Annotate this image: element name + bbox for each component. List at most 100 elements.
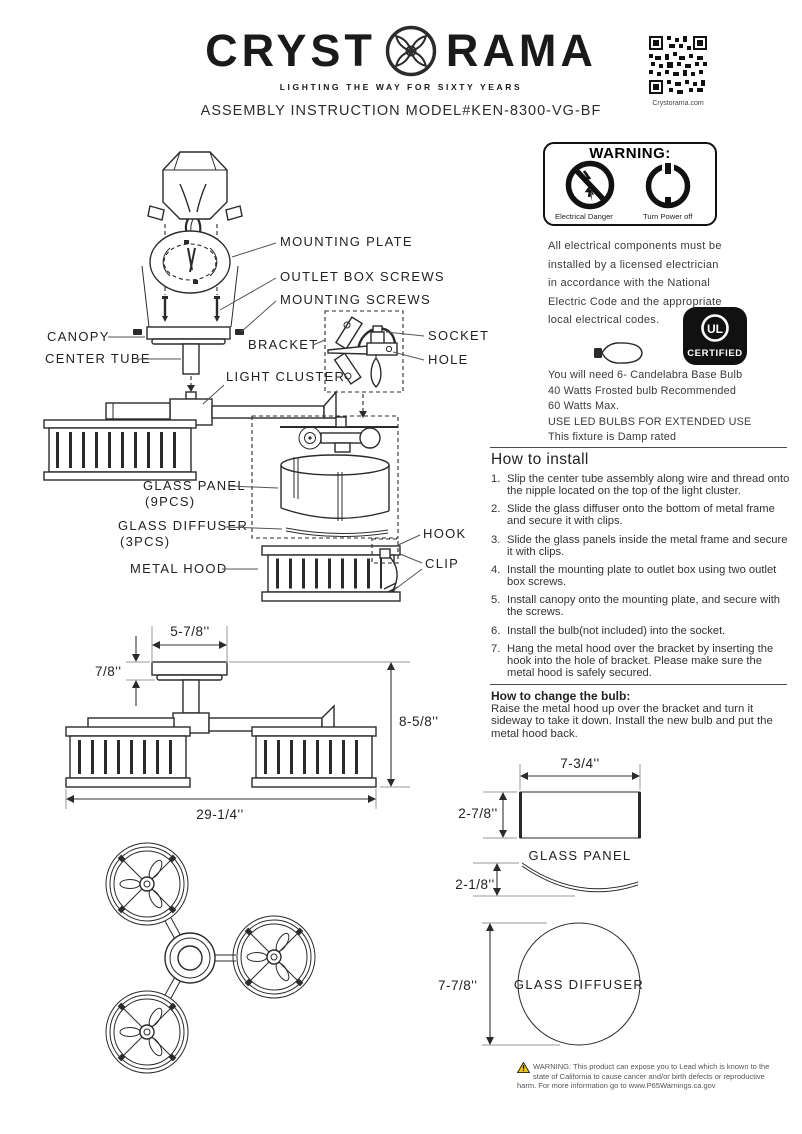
p65-triangle-icon [517, 1062, 530, 1073]
note-line: in accordance with the National [548, 277, 711, 289]
ul-certified-badge: UL CERTIFIED [683, 307, 747, 365]
metal-hood-drawing [261, 538, 401, 602]
label-bracket: BRACKET [248, 337, 319, 352]
label-glass-diffuser-dim: GLASS DIFFUSER [514, 977, 644, 992]
assembly-subtitle: ASSEMBLY INSTRUCTION MODEL#KEN-8300-VG-B… [200, 103, 602, 119]
bracket-socket-drawing [327, 316, 398, 388]
dim-canopy-width: 5-7/8'' [170, 624, 209, 639]
qr-code-icon [649, 36, 707, 94]
dim-canopy-height: 7/8'' [95, 664, 121, 679]
label-glass-diffuser: GLASS DIFFUSER [118, 518, 248, 533]
logo-tagline: LIGHTING THE WAY FOR SIXTY YEARS [279, 82, 523, 92]
header-logo: CRYST RAMA [0, 24, 802, 78]
bulb-info: You will need 6- Candelabra Base Bulb 40 … [548, 368, 751, 446]
change-bulb-body: Raise the metal hood up over the bracket… [491, 703, 773, 740]
qr-caption: Crystorama.com [652, 100, 704, 107]
side-view-drawing [65, 661, 377, 788]
step-text: Slip the center tube assembly along wire… [507, 473, 790, 497]
logo-text-right: RAMA [445, 25, 597, 76]
warning-box: WARNING: Electrical Danger Turn Power of… [543, 142, 717, 226]
note-line: Electric Code and the appropriate [548, 295, 722, 308]
install-step: 3. Slide the glass panels inside the meta… [491, 533, 792, 559]
dim-panel-width: 7-3/4'' [560, 756, 599, 771]
install-step: 4. Install the mounting plate to outlet b… [491, 563, 792, 589]
install-steps: 1. Slip the center tube assembly along wi… [491, 473, 792, 686]
step-number: 6. [491, 624, 501, 637]
label-hook: HOOK [423, 526, 466, 541]
step-text: Install the mounting plate to outlet box… [507, 563, 777, 588]
glass-diffuser-circle-drawing [517, 922, 641, 1046]
label-glass-diffuser-qty: (3PCS) [120, 534, 170, 549]
glass-diffuser-drawing [285, 527, 389, 538]
bulb-info-line: You will need 6- Candelabra Base Bulb [548, 369, 743, 381]
shade-exploded-box [251, 415, 399, 539]
dim-panel-height: 2-7/8'' [458, 806, 497, 821]
change-bulb-heading: How to change the bulb: [491, 689, 631, 703]
step-text: Install the bulb(not included) into the … [507, 624, 726, 637]
top-view-drawing [105, 842, 316, 1074]
label-canopy: CANOPY [47, 329, 110, 344]
bulb-info-line: 40 Watts Frosted bulb Recommended [548, 384, 737, 397]
bulb-icon [594, 342, 643, 364]
outlet-box-screws-drawing [162, 296, 220, 322]
dim-fixture-height: 8-5/8'' [399, 714, 438, 729]
electrical-note: All electrical components must be install… [548, 237, 722, 330]
step-number: 7. [491, 642, 501, 655]
power-off-icon [645, 161, 691, 209]
step-text: Hang the metal hood over the bracket by … [507, 642, 774, 679]
label-glass-panel-qty: (9PCS) [145, 494, 195, 509]
step-number: 5. [491, 594, 501, 607]
p65-warning: WARNING: This product can expose you to … [517, 1062, 775, 1091]
step-number: 1. [491, 473, 501, 485]
bulb-info-line: This fixture is Damp rated [548, 431, 677, 444]
label-socket: SOCKET [428, 328, 489, 343]
note-line: All electrical components must be [548, 240, 722, 252]
install-step: 5. Install canopy onto the mounting plate… [491, 594, 792, 619]
label-glass-panel-dim: GLASS PANEL [529, 848, 632, 863]
electrical-danger-caption: Electrical Danger [555, 212, 613, 221]
divider-top [490, 447, 787, 448]
step-text: Slide the glass diffuser onto the bottom… [507, 503, 775, 528]
install-step: 6. Install the bulb(not included) into th… [491, 624, 792, 638]
qr-block: Crystorama.com [646, 36, 710, 107]
step-number: 4. [491, 563, 501, 576]
left-drum-drawing [43, 419, 197, 481]
label-hole: HOLE [428, 352, 469, 367]
label-center-tube: CENTER TUBE [45, 351, 151, 366]
note-line: local electrical codes. [548, 314, 660, 326]
socket-inset-box [324, 310, 404, 393]
p65-text: WARNING: This product can expose you to … [517, 1062, 770, 1091]
mounting-plate-drawing [149, 230, 231, 294]
step-number: 3. [491, 533, 501, 546]
label-light-cluster: LIGHT CLUSTER [226, 369, 345, 384]
glass-panel-curve-drawing [521, 862, 639, 890]
outlet-box-drawing [147, 151, 243, 221]
logo-text-left: CRYST [205, 25, 376, 76]
socket-assembly-drawing [280, 416, 398, 453]
crystorama-emblem-icon [385, 25, 437, 77]
label-mounting-plate: MOUNTING PLATE [280, 234, 413, 249]
install-heading: How to install [491, 451, 589, 468]
ul-monogram: UL [707, 322, 723, 336]
step-text: Install canopy onto the mounting plate, … [507, 594, 781, 619]
label-glass-panel: GLASS PANEL [143, 478, 246, 493]
ul-certified-label: CERTIFIED [687, 348, 743, 359]
note-line: installed by a licensed electrician [548, 258, 719, 271]
glass-parts-dimensions-diagram: 7-3/4'' 2-7/8'' GLASS PANEL 2-1/8'' GLAS… [438, 756, 644, 1046]
exploded-assembly-diagram: MOUNTING PLATE OUTLET BOX SCREWS MOUNTIN… [43, 151, 489, 1074]
canopy-drawing [133, 326, 244, 345]
step-text: Slide the glass panels inside the metal … [507, 533, 788, 558]
divider-change [490, 684, 787, 685]
glass-panel-flat-drawing [519, 791, 641, 839]
bulb-info-line: USE LED BULBS FOR EXTENDED USE [548, 415, 752, 428]
install-step: 2.Slide the glass diffuser onto the bott… [491, 503, 792, 528]
bulb-info-line: 60 Watts Max. [548, 400, 620, 413]
install-step: 1. Slip the center tube assembly along wi… [491, 473, 792, 498]
dim-diffuser-diameter: 7-7/8'' [438, 978, 477, 993]
power-off-caption: Turn Power off [643, 212, 693, 221]
electrical-danger-icon [565, 160, 615, 210]
glass-panel-drawing [280, 454, 390, 521]
dim-panel-curve: 2-1/8'' [455, 877, 494, 892]
install-step: 7. Hang the metal hood over the bracket b… [491, 642, 792, 680]
